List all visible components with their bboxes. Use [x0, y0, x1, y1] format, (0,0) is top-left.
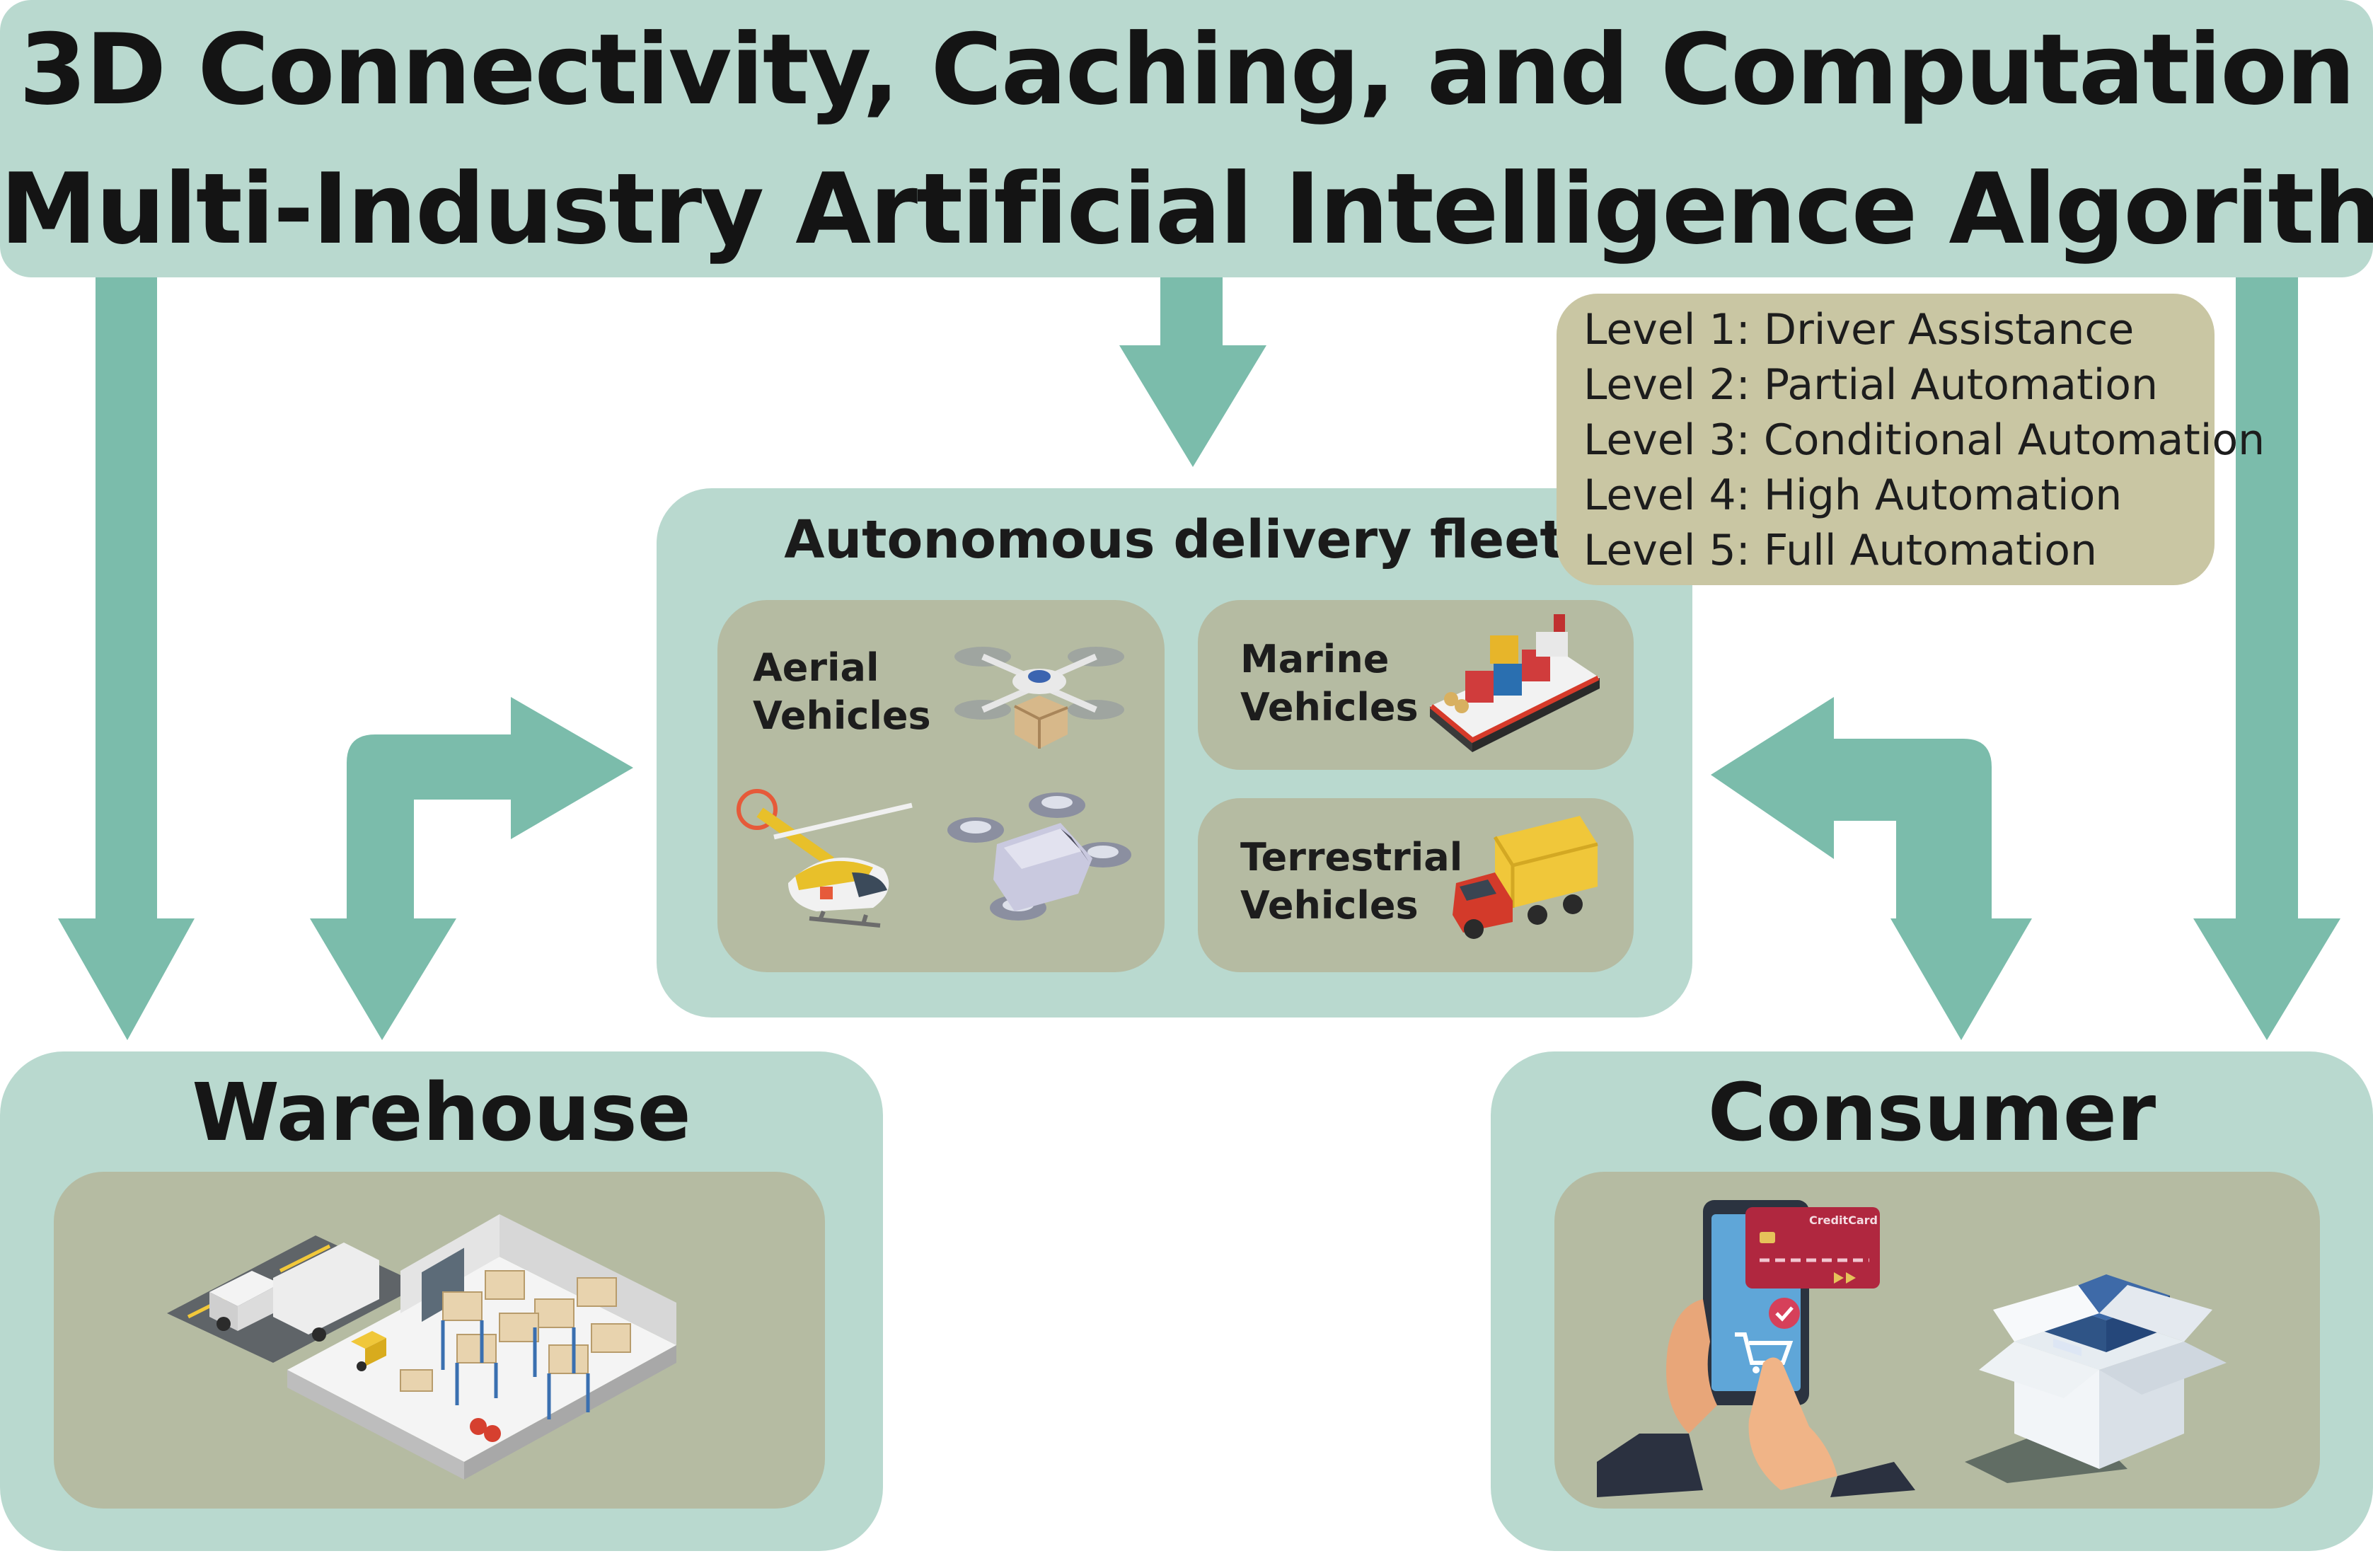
consumer-box: Consumer CreditCard — [1491, 1051, 2373, 1551]
title-line-1: 3D Connectivity, Caching, and Computatio… — [18, 13, 2356, 127]
marine-vehicles-panel: Marine Vehicles — [1198, 600, 1634, 770]
level-item: Level 3: Conditional Automation — [1583, 415, 2265, 465]
arrow-title-to-consumer — [2193, 272, 2340, 1040]
marine-vehicles-label: Marine Vehicles — [1240, 637, 1419, 730]
consumer-title: Consumer — [1707, 1067, 2157, 1159]
air-taxi-icon — [947, 792, 1131, 921]
parcel-box-icon — [1965, 1274, 2227, 1483]
level-item: Level 4: High Automation — [1583, 471, 2123, 520]
cargo-ship-icon — [1429, 614, 1600, 752]
warehouse-illustration-icon — [167, 1214, 676, 1480]
aerial-vehicles-label: Aerial Vehicles — [753, 645, 931, 738]
aerial-vehicles-panel: Aerial Vehicles — [717, 600, 1165, 972]
automation-levels-box: Level 1: Driver Assistance Level 2: Part… — [1557, 294, 2265, 585]
warehouse-box: Warehouse — [0, 1051, 883, 1551]
warehouse-title: Warehouse — [192, 1067, 691, 1159]
fleet-title: Autonomous delivery fleet — [784, 509, 1565, 570]
consumer-panel: CreditCard — [1554, 1172, 2320, 1509]
credit-card-label: CreditCard — [1809, 1214, 1878, 1227]
title-banner: 3D Connectivity, Caching, and Computatio… — [0, 0, 2373, 277]
terrestrial-vehicles-label: Terrestrial Vehicles — [1240, 835, 1463, 928]
delivery-drone-icon — [954, 647, 1124, 749]
level-item: Level 2: Partial Automation — [1583, 360, 2158, 410]
arrow-warehouse-fleet — [310, 697, 633, 1040]
arrow-title-to-fleet — [1119, 272, 1266, 467]
title-line-2: Multi-Industry Artificial Intelligence A… — [0, 152, 2373, 266]
level-item: Level 1: Driver Assistance — [1583, 305, 2135, 354]
helicopter-icon — [737, 789, 913, 928]
mobile-payment-icon: CreditCard — [1597, 1200, 1915, 1497]
delivery-truck-icon — [1453, 816, 1598, 939]
warehouse-panel — [54, 1172, 825, 1509]
arrow-title-to-warehouse — [58, 272, 195, 1040]
arrow-fleet-consumer — [1711, 697, 2032, 1040]
level-item: Level 5: Full Automation — [1583, 526, 2098, 575]
terrestrial-vehicles-panel: Terrestrial Vehicles — [1198, 798, 1634, 972]
fleet-box: Autonomous delivery fleet Aerial Vehicle… — [657, 488, 1692, 1018]
